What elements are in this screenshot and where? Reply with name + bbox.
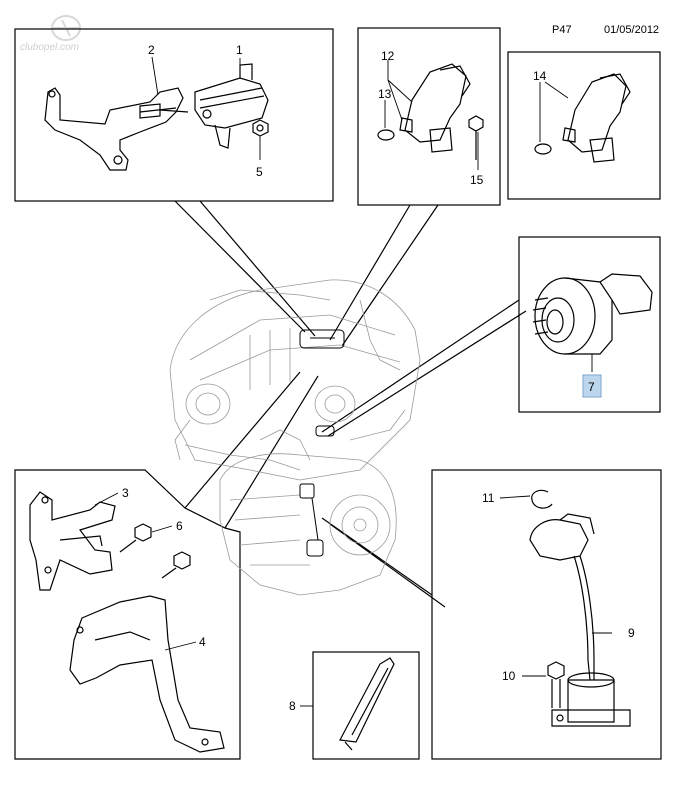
highlight-label-7 xyxy=(582,374,602,398)
seal-part-13 xyxy=(377,129,395,141)
box-sensor-7 xyxy=(518,236,661,413)
label-3: 3 xyxy=(122,486,129,500)
sensor-part-7 xyxy=(532,273,653,355)
sensor-part-1 xyxy=(194,63,269,149)
nut-part-5 xyxy=(252,119,269,137)
label-leaders xyxy=(94,56,612,707)
box-tool-8 xyxy=(312,651,420,760)
part-labels: 2 1 5 12 13 15 14 7 11 9 10 8 3 6 4 xyxy=(122,43,635,713)
bolt-part-10 xyxy=(547,661,565,708)
label-2: 2 xyxy=(148,43,155,57)
label-11: 11 xyxy=(482,491,495,505)
bracket-part-4 xyxy=(69,595,225,753)
page-code: P47 xyxy=(552,24,572,36)
box-upper-left xyxy=(14,28,334,202)
sensor-body-part-9 xyxy=(551,672,631,727)
label-14: 14 xyxy=(533,69,547,83)
box-upper-right xyxy=(507,51,661,200)
label-9: 9 xyxy=(628,626,635,640)
engine-sensor-marks xyxy=(299,329,345,557)
label-15: 15 xyxy=(470,173,484,187)
engine-drawing xyxy=(169,279,421,596)
box-upper-mid xyxy=(357,27,501,206)
label-7: 7 xyxy=(588,380,595,394)
watermark-logo: clubopel.com xyxy=(20,15,81,53)
label-12: 12 xyxy=(381,49,395,63)
bolts-part-6 xyxy=(119,523,191,579)
leader-lines xyxy=(174,200,527,608)
label-10: 10 xyxy=(502,669,516,683)
label-1: 1 xyxy=(236,43,243,57)
bracket-part-3 xyxy=(29,491,116,591)
label-5: 5 xyxy=(256,165,263,179)
sensor-part-14 xyxy=(534,73,631,163)
box-lower-left xyxy=(14,469,241,760)
label-8: 8 xyxy=(289,699,296,713)
connector-part-9 xyxy=(529,513,595,681)
tool-part-8 xyxy=(339,657,395,751)
bracket-part-2 xyxy=(44,87,184,171)
label-6: 6 xyxy=(176,519,183,533)
date-stamp: 01/05/2012 xyxy=(604,24,660,36)
box-oil-sensor xyxy=(431,469,662,760)
screw-part-15 xyxy=(468,115,484,160)
watermark-text: clubopel.com xyxy=(20,42,79,53)
clip-part-11 xyxy=(531,489,553,509)
sensor-part-12 xyxy=(399,63,471,153)
label-4: 4 xyxy=(199,635,206,649)
screw-near-bracket xyxy=(139,103,189,119)
label-13: 13 xyxy=(378,87,392,101)
